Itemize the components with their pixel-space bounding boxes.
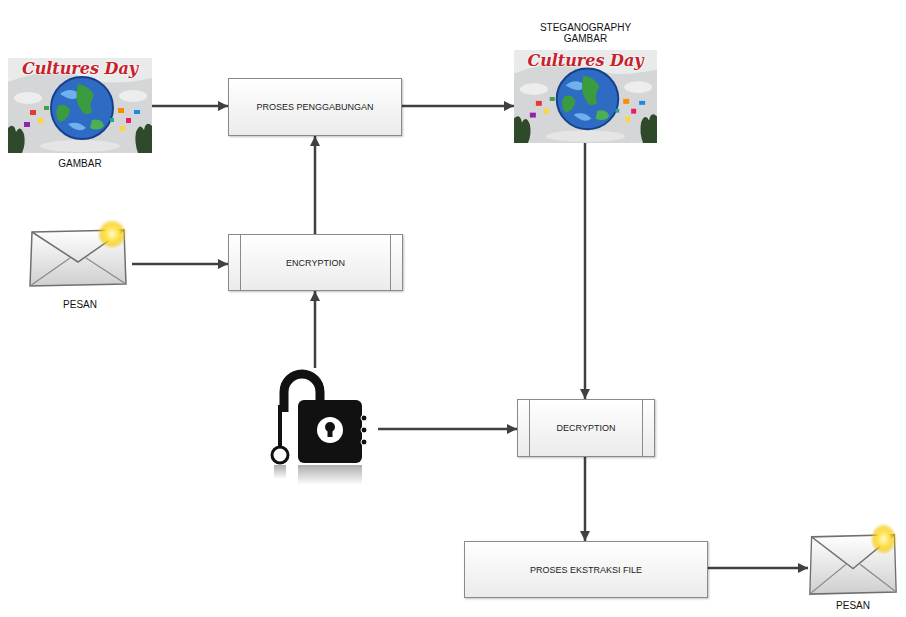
node-label: STEGANOGRAPHY GAMBAR bbox=[531, 22, 641, 44]
connector-arrow bbox=[708, 567, 808, 570]
node-label: GAMBAR bbox=[58, 158, 101, 169]
node-label: PESAN bbox=[836, 600, 870, 611]
connector-arrow bbox=[152, 105, 228, 108]
connector-arrow bbox=[584, 143, 587, 399]
process-side-line bbox=[240, 235, 241, 290]
connector-arrow bbox=[584, 457, 587, 541]
envelope-icon: PESAN bbox=[28, 218, 132, 288]
lock-icon bbox=[265, 368, 378, 465]
process-side-line bbox=[529, 400, 530, 456]
photo-caption-text: Cultures Day bbox=[8, 59, 152, 78]
connector-arrow bbox=[314, 291, 317, 368]
predefined-process-box: DECRYPTION bbox=[517, 399, 655, 457]
node-label: PESAN bbox=[63, 299, 97, 310]
node-label: ENCRYPTION bbox=[286, 258, 345, 268]
node-label: PROSES EKSTRAKSI FILE bbox=[530, 565, 642, 575]
process-box: PROSES PENGGABUNGAN bbox=[228, 78, 402, 136]
connector-arrow bbox=[378, 428, 517, 431]
node-label: DECRYPTION bbox=[557, 423, 616, 433]
photo-caption-text: Cultures Day bbox=[514, 51, 657, 70]
connector-arrow bbox=[402, 105, 514, 108]
predefined-process-box: ENCRYPTION bbox=[228, 234, 403, 291]
process-side-line bbox=[642, 400, 643, 456]
connector-arrow bbox=[132, 263, 228, 266]
envelope-icon: PESAN bbox=[808, 522, 898, 596]
process-box: PROSES EKSTRAKSI FILE bbox=[464, 541, 708, 598]
connector-arrow bbox=[314, 136, 317, 234]
process-side-line bbox=[390, 235, 391, 290]
node-label: PROSES PENGGABUNGAN bbox=[256, 102, 373, 112]
